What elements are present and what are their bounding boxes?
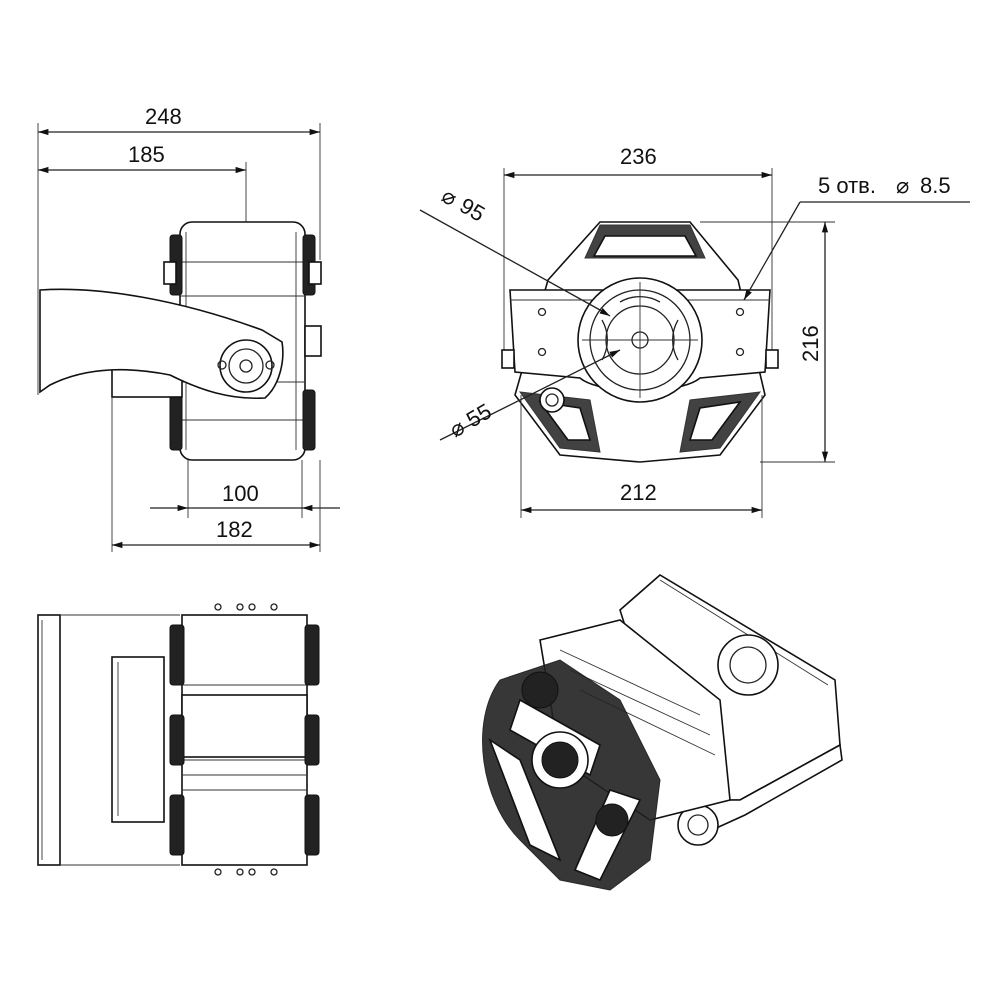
dimension-label-100: 100 bbox=[222, 481, 259, 506]
isometric-view bbox=[482, 574, 843, 891]
dimension-label-248: 248 bbox=[145, 104, 182, 129]
dimension-212: 212 bbox=[520, 395, 763, 518]
dimension-holes: 5 отв. ⌀ 8.5 bbox=[743, 173, 970, 301]
dimension-label-185: 185 bbox=[128, 142, 165, 167]
dimension-100: 100 bbox=[150, 460, 340, 518]
dimension-label-212: 212 bbox=[620, 480, 657, 505]
dimension-label-hole-diameter: 8.5 bbox=[920, 173, 951, 198]
front-center-hub bbox=[577, 277, 703, 403]
dimension-label-holes: 5 отв. bbox=[818, 173, 876, 198]
side-view: 248 185 bbox=[37, 104, 340, 552]
dimension-182: 182 bbox=[111, 397, 321, 552]
dimension-label-95: 95 bbox=[456, 193, 490, 227]
dimension-label-216: 216 bbox=[798, 325, 823, 362]
top-view bbox=[37, 603, 320, 876]
dimension-185: 185 bbox=[38, 142, 247, 380]
front-cable-gland bbox=[539, 387, 565, 413]
dimension-248: 248 bbox=[37, 104, 321, 395]
dimension-label-236: 236 bbox=[620, 144, 657, 169]
dimension-label-55: 55 bbox=[462, 398, 496, 432]
dimension-label-182: 182 bbox=[216, 517, 253, 542]
diameter-symbol-holes: ⌀ bbox=[896, 173, 909, 198]
diameter-symbol-95: ⌀ bbox=[438, 183, 462, 211]
dimension-216: 216 bbox=[700, 221, 835, 463]
front-view: 236 bbox=[419, 144, 970, 518]
side-bracket-arm bbox=[39, 288, 284, 400]
dimension-236: 236 bbox=[503, 144, 773, 350]
